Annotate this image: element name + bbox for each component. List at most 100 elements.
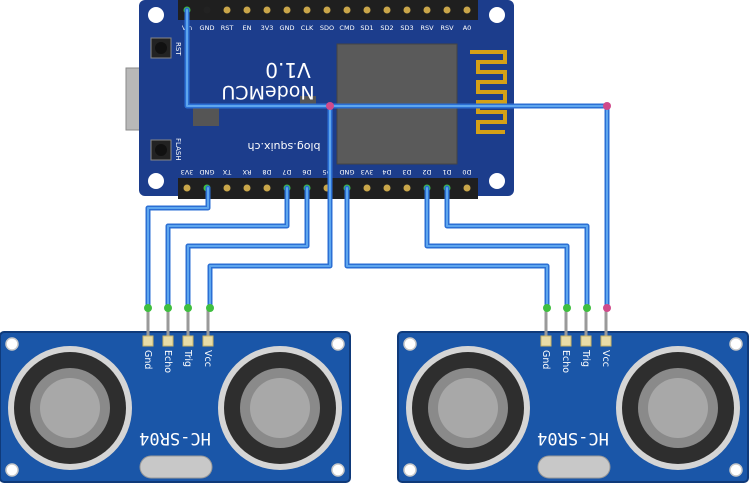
- sensor-hole-0: [403, 337, 417, 351]
- sensor-pin-label-2: Trig: [182, 349, 193, 367]
- wire-trig-right[interactable]: [446, 187, 588, 309]
- sensor-pin-pad-3[interactable]: [600, 335, 612, 347]
- transducer-center-1: [250, 378, 310, 438]
- bottom-pin-label-3: RX: [242, 168, 252, 176]
- bottom-pin-label-2: TX: [222, 168, 232, 176]
- wire-trig-left[interactable]: [187, 187, 308, 309]
- top-pin-7[interactable]: [323, 6, 331, 14]
- wire-echo-left[interactable]: [167, 187, 288, 309]
- mount-hole-bl: [148, 173, 164, 189]
- sensor-label: HC-SR04: [537, 428, 609, 448]
- endpoint-vcc-right: [603, 304, 611, 312]
- bottom-pin-label-11: D3: [402, 168, 411, 176]
- sensor-pin-label-3: Vcc: [202, 350, 213, 367]
- bottom-pin-2[interactable]: [223, 184, 231, 192]
- endpoint-sensor-1: [164, 304, 172, 312]
- top-pin-6[interactable]: [303, 6, 311, 14]
- sensor-pcb-edge: [397, 331, 749, 483]
- endpoint-sensor-2: [184, 304, 192, 312]
- sensor-hole-1: [331, 337, 345, 351]
- bottom-pin-label-13: D1: [442, 168, 451, 176]
- wire-gnd-right[interactable]: [346, 187, 548, 309]
- top-pin-label-11: SD3: [400, 24, 413, 32]
- sensor-hole-2: [403, 463, 417, 477]
- sensor-pin-pad-1[interactable]: [560, 335, 572, 347]
- sensor-pin-label-3: Vcc: [600, 350, 611, 367]
- top-pin-4[interactable]: [263, 6, 271, 14]
- wire-echo-right[interactable]: [426, 187, 568, 309]
- top-pin-12[interactable]: [423, 6, 431, 14]
- board-website: blog.squix.ch: [247, 140, 320, 153]
- mount-hole-tl: [148, 7, 164, 23]
- top-pin-1[interactable]: [203, 6, 211, 14]
- sensor-pin-pad-0[interactable]: [142, 335, 154, 347]
- sensor-pin-label-1: Echo: [162, 350, 173, 373]
- bottom-pin-14[interactable]: [463, 184, 471, 192]
- bottom-pin-label-10: D4: [382, 168, 391, 176]
- sensor-pin-pad-3[interactable]: [202, 335, 214, 347]
- top-pin-2[interactable]: [223, 6, 231, 14]
- sensor-pin-leg-2: [186, 308, 190, 338]
- sensor-hole-1: [729, 337, 743, 351]
- board-title: NodeMCU: [221, 81, 314, 103]
- sensor-pin-pad-0[interactable]: [540, 335, 552, 347]
- junction-vcc-corner: [603, 102, 611, 110]
- sensor-hole-0: [5, 337, 19, 351]
- board-version: V1.0: [265, 58, 311, 82]
- bottom-pin-0[interactable]: [183, 184, 191, 192]
- rst-button[interactable]: [150, 37, 172, 59]
- sensor-crystal: [139, 455, 213, 479]
- bottom-pin-label-14: D0: [462, 168, 471, 176]
- top-pin-10[interactable]: [383, 6, 391, 14]
- sensor-pin-leg-2: [584, 308, 588, 338]
- top-pin-8[interactable]: [343, 6, 351, 14]
- transducer-center-0: [40, 378, 100, 438]
- top-pin-label-6: CLK: [301, 24, 314, 32]
- flash-label: FLASH: [174, 138, 182, 161]
- endpoint-sensor-0: [144, 304, 152, 312]
- wire-vcc-left[interactable]: [186, 9, 331, 309]
- bottom-pin-label-0: 3V3: [181, 168, 194, 176]
- bottom-pin-3[interactable]: [243, 184, 251, 192]
- bottom-pin-label-12: D2: [422, 168, 431, 176]
- sensor-pin-label-0: Gnd: [540, 350, 551, 369]
- wire-gnd-left[interactable]: [147, 187, 209, 309]
- top-pin-label-10: SD2: [380, 24, 393, 32]
- rst-button-cap[interactable]: [155, 42, 167, 54]
- flash-button-cap[interactable]: [155, 144, 167, 156]
- top-pin-13[interactable]: [443, 6, 451, 14]
- top-pin-label-14: A0: [463, 24, 472, 32]
- bottom-pin-11[interactable]: [403, 184, 411, 192]
- sensor-pin-label-1: Echo: [560, 350, 571, 373]
- sensor-pin-pad-1[interactable]: [162, 335, 174, 347]
- rst-label: RST: [174, 42, 182, 56]
- flash-button[interactable]: [150, 139, 172, 161]
- top-pin-14[interactable]: [463, 6, 471, 14]
- top-pin-label-13: RSV: [440, 24, 454, 32]
- sensor-pin-leg-1: [166, 308, 170, 338]
- bottom-pin-4[interactable]: [263, 184, 271, 192]
- bottom-pin-label-6: D6: [302, 168, 311, 176]
- bottom-pin-10[interactable]: [383, 184, 391, 192]
- sensor-pin-leg-3: [604, 308, 608, 338]
- top-pin-label-3: EN: [243, 24, 252, 32]
- sensor-pin-pad-2[interactable]: [182, 335, 194, 347]
- bottom-pin-label-4: D8: [262, 168, 271, 176]
- sensor-pcb-edge: [0, 331, 351, 483]
- top-pin-9[interactable]: [363, 6, 371, 14]
- chip-small: [193, 108, 219, 126]
- top-pin-label-12: RSV: [420, 24, 434, 32]
- top-pin-label-8: CMD: [339, 24, 354, 32]
- top-pin-5[interactable]: [283, 6, 291, 14]
- bottom-pin-9[interactable]: [363, 184, 371, 192]
- top-pin-3[interactable]: [243, 6, 251, 14]
- sensor-pin-pad-2[interactable]: [580, 335, 592, 347]
- top-pin-11[interactable]: [403, 6, 411, 14]
- sensor-hole-2: [5, 463, 19, 477]
- sensor-pin-leg-0: [146, 308, 150, 338]
- sensor-label: HC-SR04: [139, 428, 211, 448]
- endpoint-sensor-5: [563, 304, 571, 312]
